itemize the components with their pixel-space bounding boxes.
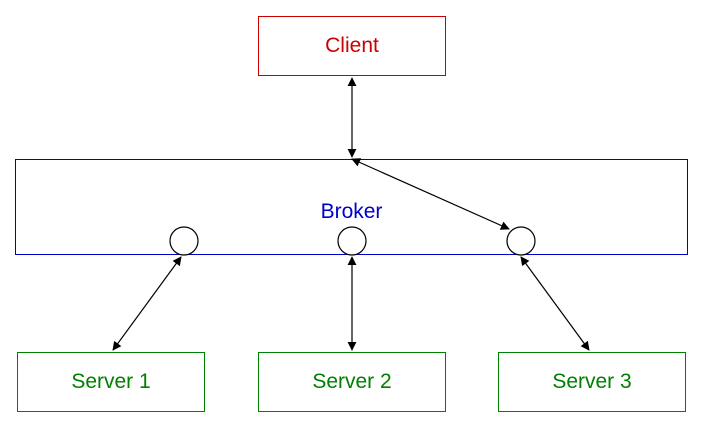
server-3-label: Server 3 <box>552 370 632 393</box>
port-3-server-3-connector <box>520 256 590 351</box>
client-box: Client <box>258 16 446 76</box>
broker-port-3 <box>506 226 536 256</box>
client-label: Client <box>325 34 379 57</box>
server-2-box: Server 2 <box>258 352 446 412</box>
broker-port-1 <box>169 226 199 256</box>
broker-port-3-connector <box>351 158 510 230</box>
broker-port-2 <box>337 226 367 256</box>
server-3-box: Server 3 <box>498 352 686 412</box>
server-2-label: Server 2 <box>312 370 392 393</box>
port-1-server-1-connector <box>112 256 182 351</box>
server-1-label: Server 1 <box>71 370 151 393</box>
server-1-box: Server 1 <box>17 352 205 412</box>
